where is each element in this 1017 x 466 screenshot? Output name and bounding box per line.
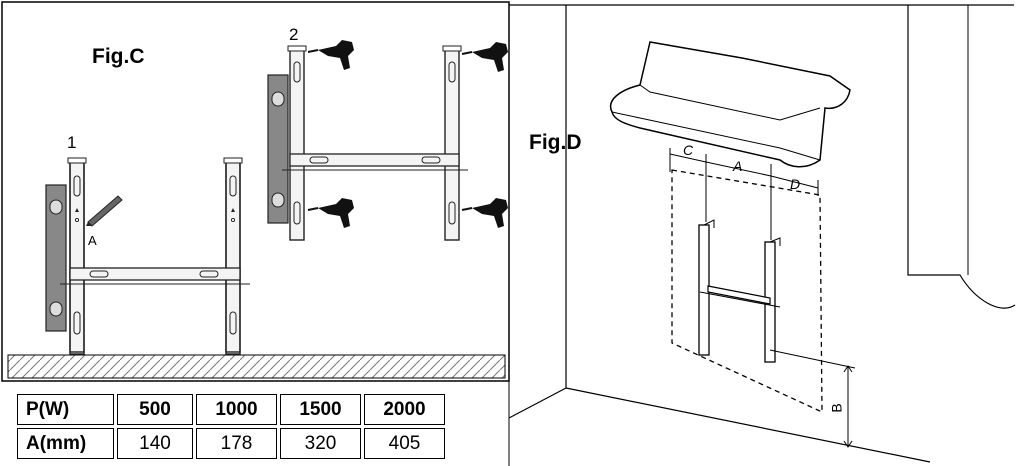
floor-hatch bbox=[7, 354, 506, 379]
table-cell: A(mm) bbox=[17, 428, 114, 459]
pencil-mark-label: A bbox=[88, 233, 97, 248]
spirit-level-1 bbox=[45, 184, 67, 332]
power-dimension-table: P(W) 500 1000 1500 2000 A(mm) 140 178 32… bbox=[14, 391, 448, 462]
fig-d-label: Fig.D bbox=[529, 131, 582, 154]
table-cell: P(W) bbox=[17, 394, 114, 425]
heater-outline bbox=[671, 169, 823, 414]
spirit-level-2 bbox=[267, 74, 289, 224]
fig-d-panel bbox=[508, 4, 1016, 466]
table-cell: 1000 bbox=[196, 394, 277, 425]
fig-c-frame bbox=[1, 1, 510, 382]
table-cell: 2000 bbox=[364, 394, 445, 425]
level-bubble-1b bbox=[49, 301, 63, 317]
bracket-assembly-1 bbox=[45, 157, 250, 355]
table-cell: 320 bbox=[280, 428, 361, 459]
table-cell: 405 bbox=[364, 428, 445, 459]
step-2-label: 2 bbox=[289, 25, 299, 44]
dim-b-label: B bbox=[828, 403, 845, 413]
level-bubble-1a bbox=[49, 199, 63, 215]
table-cell: 178 bbox=[196, 428, 277, 459]
dim-d-label: D bbox=[790, 176, 801, 192]
dim-c-label: C bbox=[683, 142, 694, 158]
fig-c-label: Fig.C bbox=[92, 45, 145, 68]
table-cell: 140 bbox=[117, 428, 193, 459]
table-header-row: P(W) 500 1000 1500 2000 bbox=[17, 394, 445, 425]
dim-a-label: A bbox=[733, 158, 743, 174]
table-row: A(mm) 140 178 320 405 bbox=[17, 428, 445, 459]
bracket-assembly-2 bbox=[267, 39, 509, 241]
step-1-label: 1 bbox=[67, 133, 77, 152]
table-cell: 500 bbox=[117, 394, 193, 425]
table-cell: 1500 bbox=[280, 394, 361, 425]
